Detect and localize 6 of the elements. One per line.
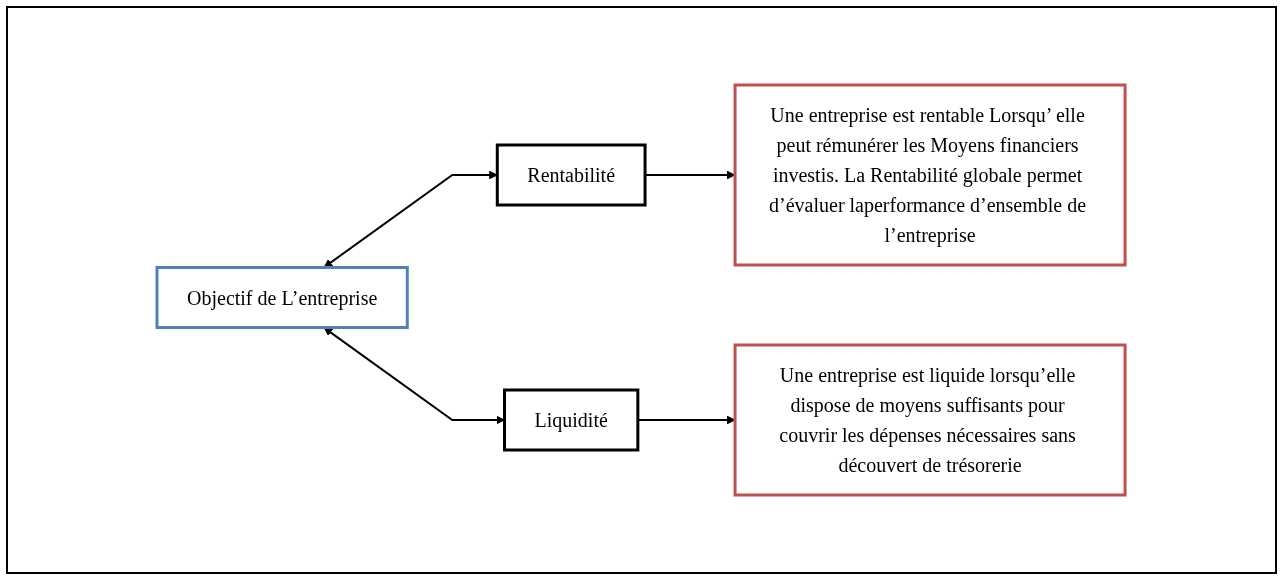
- node-box: [734, 343, 1128, 497]
- diagram-frame: Objectif de L’entreprise Rentabilité Une entreprise est rentable Lorsqu’ elle peut rémunérer les Moyens financiers investis. La Rentabilité globale permet d’évaluer laperformance d’ensemble de l’entreprise Liquidité Une entreprise est liquide lorsqu’elle dispose de moyens suffisants pour couvrir les dépenses nécessaires sans découvert de trésorerie: [6, 6, 1277, 574]
- node-box: [503, 388, 640, 452]
- node-box: [496, 143, 648, 207]
- node-box: [155, 266, 410, 329]
- node-box: [734, 83, 1128, 267]
